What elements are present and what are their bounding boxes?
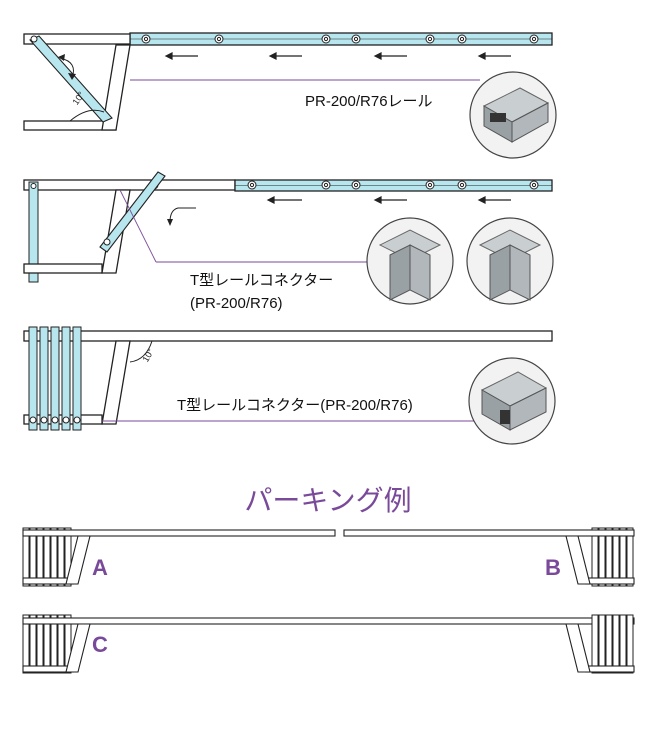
rail-bottom xyxy=(23,263,103,274)
label-a: A xyxy=(92,555,108,580)
diagram-1: 10° PR-200/R76レール xyxy=(23,32,557,159)
parked-bars xyxy=(28,326,82,431)
turn-arrow xyxy=(169,207,196,223)
parked-bar xyxy=(28,181,39,283)
direction-arrows xyxy=(164,52,511,60)
stack-left-a xyxy=(22,527,72,587)
t-connector-photo-left xyxy=(366,217,454,305)
parking-example-ab: A B xyxy=(22,527,635,587)
rail-label: PR-200/R76レール xyxy=(305,93,433,110)
rail-rollers xyxy=(141,34,539,44)
rail-top xyxy=(23,330,553,342)
swing-bar xyxy=(99,171,166,253)
swing-bar xyxy=(29,35,113,123)
rail-photo xyxy=(469,71,557,159)
diagram-3: 10° T型レールコネクター(PR-200/R76) xyxy=(23,326,556,445)
connector-label-3: T型レールコネクター(PR-200/R76) xyxy=(177,397,413,414)
rail-angled xyxy=(101,340,131,425)
connector-label-line1: T型レールコネクター xyxy=(190,272,333,289)
diagram-2: T型レールコネクター (PR-200/R76) xyxy=(23,171,554,312)
rail-angled xyxy=(101,44,131,131)
stack-right-b xyxy=(591,527,634,587)
stack-right-c xyxy=(591,614,634,674)
parking-example-c: C xyxy=(22,614,635,674)
leader-line-2 xyxy=(119,189,157,263)
parking-title: パーキング例 xyxy=(244,485,411,516)
angle-arc xyxy=(69,109,105,122)
connector-label-line2: (PR-200/R76) xyxy=(190,295,283,312)
angle-arc xyxy=(129,340,153,363)
t-connector-photo-right xyxy=(466,217,554,305)
label-c: C xyxy=(92,632,108,657)
rail-top-left xyxy=(23,179,236,191)
angle-label-3: 10° xyxy=(140,347,156,364)
stack-left-c xyxy=(22,614,72,674)
direction-arrows xyxy=(266,196,511,204)
t-connector-photo-3 xyxy=(468,357,556,445)
rail-top-left xyxy=(23,33,131,45)
label-b: B xyxy=(545,555,561,580)
